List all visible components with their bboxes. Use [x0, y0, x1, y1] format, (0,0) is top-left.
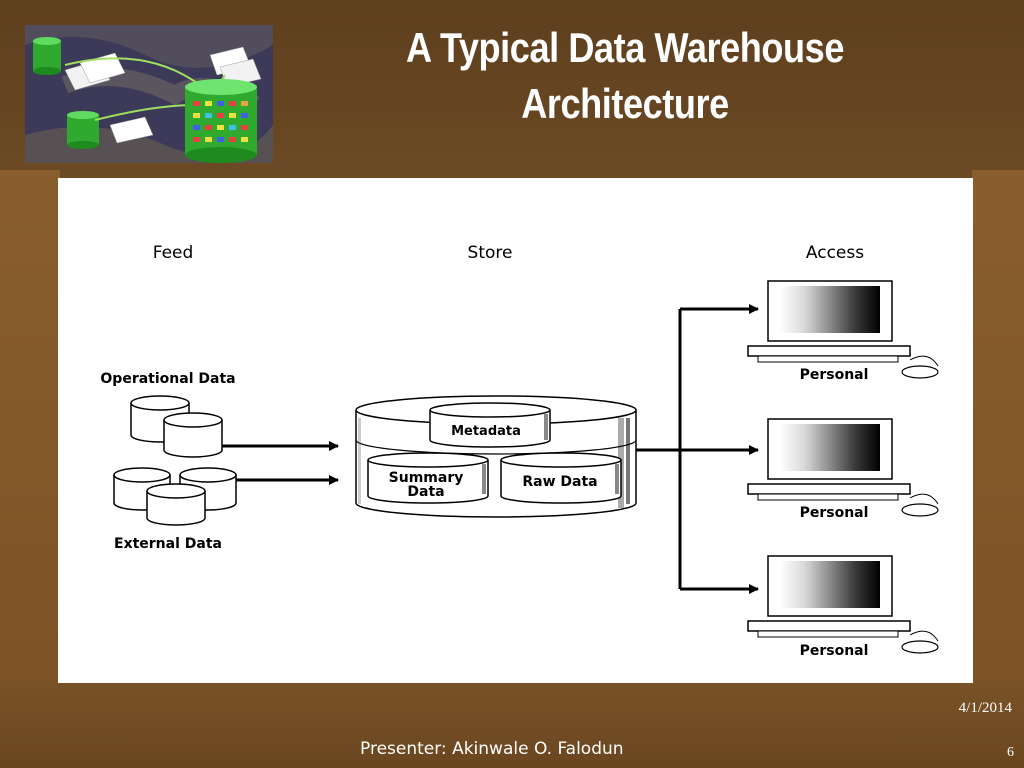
- slide-footer-background: [0, 680, 1024, 768]
- access-connector: [636, 309, 682, 589]
- label-personal-1: Personal: [800, 367, 869, 383]
- personal-computer-1: [747, 280, 939, 379]
- presenter-credit: Presenter: Akinwale O. Falodun: [360, 739, 624, 759]
- label-personal-3: Personal: [800, 643, 869, 659]
- label-summary-line-1: Summary: [389, 470, 464, 486]
- slide-title-line-1: A Typical Data Warehouse: [406, 24, 844, 71]
- label-operational-data: Operational Data: [100, 371, 235, 387]
- label-metadata: Metadata: [451, 424, 521, 439]
- header-store: Store: [468, 243, 513, 263]
- raw-data-store: [500, 452, 622, 504]
- logo-cylinder-small-1: [33, 37, 61, 75]
- personal-computer-2: [747, 418, 939, 517]
- metadata-store: [429, 402, 551, 448]
- header-feed: Feed: [153, 243, 194, 263]
- header-access: Access: [806, 243, 864, 263]
- slide-right-border: [972, 170, 1024, 768]
- logo-documents: [64, 46, 262, 144]
- slide-title: A Typical Data Warehouse Architecture: [346, 20, 905, 132]
- logo-cylinder-large: [185, 79, 257, 163]
- label-personal-2: Personal: [800, 505, 869, 521]
- personal-computer-3: [747, 555, 939, 654]
- logo-cylinder-small-2: [67, 111, 99, 149]
- label-external-data: External Data: [114, 536, 222, 552]
- summary-data-store: [367, 452, 489, 504]
- slide-left-border: [0, 170, 60, 768]
- architecture-diagram: Feed Store Access Operational Data Exter…: [58, 178, 973, 683]
- slide-title-line-2: Architecture: [521, 80, 729, 127]
- slide-page-number: 6: [1007, 745, 1014, 760]
- operational-data-cylinders: [130, 395, 223, 458]
- data-warehouse-logo: [25, 25, 273, 163]
- external-data-cylinders: [113, 467, 237, 526]
- label-raw-data: Raw Data: [522, 474, 597, 490]
- slide-date: 4/1/2014: [958, 700, 1012, 716]
- label-summary-line-2: Data: [407, 484, 444, 500]
